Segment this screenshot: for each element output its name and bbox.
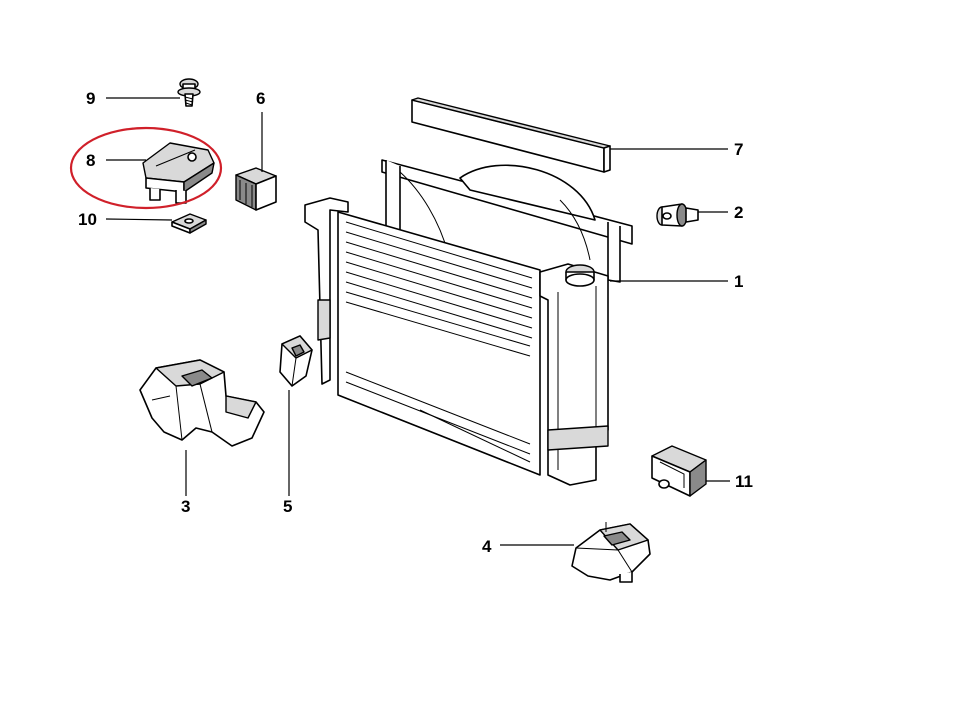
callout-8: 8 xyxy=(86,151,95,170)
callout-6: 6 xyxy=(256,89,265,108)
callout-2: 2 xyxy=(734,203,743,222)
part-3-mount-bracket-left[interactable] xyxy=(139,359,265,447)
part-5-rubber-mount[interactable] xyxy=(279,335,313,387)
part-8-upper-bracket[interactable] xyxy=(142,142,215,204)
callout-labels: 9 8 10 6 7 2 1 3 5 4 11 xyxy=(78,89,753,556)
callout-11: 11 xyxy=(735,472,753,491)
leader-lines xyxy=(105,97,730,546)
part-1-radiator[interactable] xyxy=(304,197,609,486)
callout-7: 7 xyxy=(734,140,743,159)
callout-1: 1 xyxy=(734,272,743,291)
callout-5: 5 xyxy=(283,497,292,516)
callout-9: 9 xyxy=(86,89,95,108)
highlight-ellipse xyxy=(69,126,223,210)
part-6-rubber-buffer[interactable] xyxy=(235,167,277,211)
part-7-seal-strip[interactable] xyxy=(411,97,611,173)
part-2-expanding-rivet[interactable] xyxy=(656,203,699,227)
callout-3: 3 xyxy=(181,497,190,516)
callout-4: 4 xyxy=(482,537,492,556)
part-4-mount-bracket-lower[interactable] xyxy=(571,522,651,583)
part-10-clip-nut[interactable] xyxy=(171,213,207,234)
part-9-screw[interactable] xyxy=(177,78,201,107)
callout-10: 10 xyxy=(78,210,97,229)
part-11-holder[interactable] xyxy=(651,445,707,497)
